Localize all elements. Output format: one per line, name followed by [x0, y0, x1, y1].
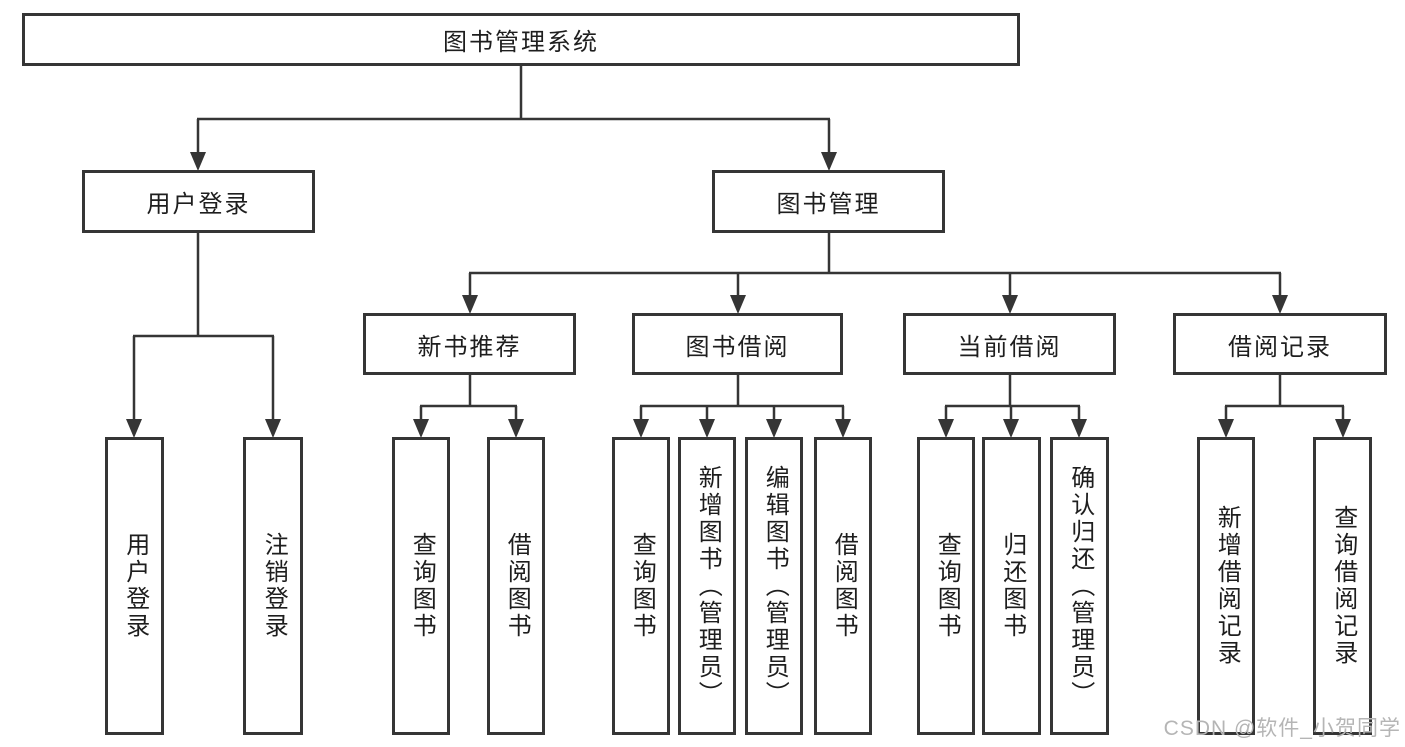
leaf-confirm-return-admin: 确认归还（管理员） — [1050, 437, 1109, 735]
leaf-logout: 注销登录 — [243, 437, 303, 735]
node-label: 用户登录 — [146, 191, 251, 218]
watermark: CSDN @软件_小贺同学 — [1163, 717, 1401, 740]
node-label: 编辑图书（管理员） — [761, 464, 789, 708]
leaf-user-login: 用户登录 — [105, 437, 164, 735]
connector-book-borrowing-children — [633, 375, 851, 438]
node-label: 注销登录 — [260, 532, 288, 640]
node-label: 借阅图书 — [503, 532, 531, 640]
connector-root-to-level2 — [190, 66, 837, 171]
leaf-add-borrow-record: 新增借阅记录 — [1197, 437, 1255, 735]
leaf-borrow-books-recommend: 借阅图书 — [487, 437, 545, 735]
leaf-edit-book-admin: 编辑图书（管理员） — [745, 437, 803, 735]
node-borrowing-records: 借阅记录 — [1173, 313, 1387, 375]
node-label: 图书借阅 — [685, 333, 790, 361]
leaf-query-books-borrowing: 查询图书 — [612, 437, 670, 735]
leaf-query-borrow-record: 查询借阅记录 — [1313, 437, 1372, 735]
node-current-borrowing: 当前借阅 — [903, 313, 1116, 375]
leaf-return-books: 归还图书 — [982, 437, 1041, 735]
connector-new-book-recommend-children — [413, 375, 524, 438]
node-label: 新书推荐 — [417, 333, 522, 361]
node-label: 新增图书（管理员） — [694, 464, 722, 708]
node-library-system: 图书管理系统 — [22, 13, 1020, 66]
node-label: 借阅图书 — [830, 532, 858, 640]
node-label: 查询图书 — [933, 532, 961, 640]
connector-user-login-children — [126, 233, 281, 438]
connector-book-management-children — [462, 233, 1288, 314]
node-label: 新增借阅记录 — [1213, 505, 1241, 667]
leaf-add-book-admin: 新增图书（管理员） — [678, 437, 736, 735]
connector-borrowing-records-children — [1218, 375, 1351, 438]
node-label: 图书管理系统 — [443, 29, 599, 56]
node-label: 图书管理 — [776, 191, 881, 218]
node-label: 查询图书 — [408, 532, 436, 640]
leaf-query-books-current: 查询图书 — [917, 437, 975, 735]
node-label: 当前借阅 — [957, 333, 1062, 361]
node-label: 查询图书 — [628, 532, 656, 640]
node-label: 确认归还（管理员） — [1066, 464, 1094, 708]
leaf-query-books-recommend: 查询图书 — [392, 437, 450, 735]
leaf-borrow-books-borrowing: 借阅图书 — [814, 437, 872, 735]
connector-current-borrowing-children — [938, 375, 1087, 438]
node-book-borrowing: 图书借阅 — [632, 313, 843, 375]
node-label: 归还图书 — [998, 532, 1026, 640]
node-label: 查询借阅记录 — [1329, 505, 1357, 667]
node-label: 借阅记录 — [1228, 333, 1332, 361]
node-book-management: 图书管理 — [712, 170, 945, 233]
node-label: 用户登录 — [121, 532, 149, 640]
node-user-login: 用户登录 — [82, 170, 315, 233]
node-new-book-recommend: 新书推荐 — [363, 313, 576, 375]
